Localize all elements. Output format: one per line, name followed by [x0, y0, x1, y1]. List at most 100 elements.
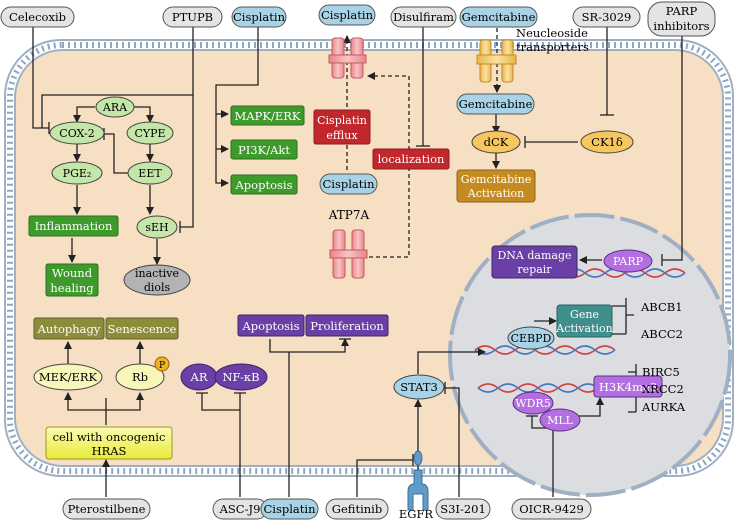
svg-text:Apoptosis: Apoptosis [242, 319, 300, 333]
drug-disulfiram: Disulfiram [390, 6, 457, 28]
node-stat3: STAT3 [393, 374, 445, 400]
drug-label: Celecoxib [9, 10, 66, 24]
svg-text:CK1δ: CK1δ [591, 135, 623, 149]
gemcitabine-inside: Gemcitabine [456, 93, 535, 115]
transporter-label-line2: transporters [516, 40, 589, 54]
svg-text:HRAS: HRAS [92, 444, 127, 458]
gene-abcc2: ABCC2 [640, 327, 683, 341]
gene-abcb1: ABCB1 [640, 300, 683, 314]
node-mek-erk: MEK/ERK [33, 363, 103, 391]
svg-text:ASC-J9: ASC-J9 [219, 502, 261, 516]
cisplatin-inside: Cisplatin [319, 173, 378, 195]
node-ck1d: CK1δ [580, 130, 634, 154]
svg-text:Inflammation: Inflammation [35, 219, 113, 233]
drug-cisplatin-top: Cisplatin [231, 6, 287, 28]
box-proliferation: Proliferation [305, 314, 389, 337]
svg-text:CYPE: CYPE [134, 127, 165, 140]
node-ar: AR [180, 363, 218, 391]
nucleus [448, 213, 732, 497]
svg-text:Activation: Activation [467, 187, 524, 200]
svg-text:Gefitinib: Gefitinib [332, 502, 382, 516]
drug-oicr-9429: OICR-9429 [511, 498, 592, 520]
node-pge2: PGE₂ [51, 161, 103, 185]
box-gemcitabine-activation: Gemcitabine Activation [456, 169, 536, 203]
svg-text:NF-κB: NF-κB [222, 370, 259, 384]
svg-text:Senescence: Senescence [108, 322, 177, 336]
drug-ptupb: PTUPB [162, 6, 223, 28]
drug-celecoxib: Celecoxib [0, 6, 75, 28]
gene-xrcc2: XRCC2 [642, 382, 684, 396]
svg-text:S3I-201: S3I-201 [440, 502, 486, 516]
box-wound-healing: Wound healing [45, 263, 99, 297]
box-dna-damage-repair: DNA damage repair [491, 245, 578, 279]
drug-gemcitabine-top: Gemcitabine [459, 6, 538, 28]
egfr-label: EGFR [399, 507, 434, 521]
svg-text:efflux: efflux [326, 129, 358, 142]
svg-text:PARP: PARP [613, 255, 644, 268]
molecule-label: Cisplatin [321, 8, 374, 22]
svg-text:PGE₂: PGE₂ [63, 167, 92, 180]
box-apoptosis-purple: Apoptosis [237, 314, 305, 337]
svg-text:AR: AR [190, 370, 208, 384]
svg-text:Rb: Rb [132, 370, 148, 384]
svg-text:Gene: Gene [570, 308, 599, 321]
nucleoside-transporter [476, 39, 517, 83]
svg-text:P: P [159, 361, 165, 371]
box-pi3k-akt: PI3K/Akt [230, 139, 298, 160]
svg-text:cell with oncogenic: cell with oncogenic [53, 430, 166, 444]
node-nfkb: NF-κB [214, 363, 268, 391]
atp7a-channel [329, 229, 368, 279]
svg-text:localization: localization [378, 152, 445, 166]
drug-label: PTUPB [172, 10, 213, 24]
svg-text:Pterostilbene: Pterostilbene [68, 502, 146, 516]
drug-sr3029: SR-3029 [572, 6, 641, 28]
box-localization: localization [372, 148, 450, 170]
svg-text:CEBPD: CEBPD [511, 332, 552, 345]
node-dck: dCK [471, 130, 521, 154]
drug-label: Disulfiram [393, 10, 454, 24]
svg-text:MLL: MLL [547, 414, 574, 427]
drug-label-line2: inhibitors [653, 19, 709, 33]
node-seh: sEH [136, 215, 178, 239]
drug-label-line1: PARP [666, 4, 698, 18]
svg-text:STAT3: STAT3 [400, 380, 438, 394]
svg-text:Wound: Wound [52, 266, 93, 280]
node-mll: MLL [539, 408, 581, 432]
node-cox2: COX-2 [49, 121, 105, 145]
svg-text:PI3K/Akt: PI3K/Akt [238, 143, 290, 157]
svg-text:dCK: dCK [484, 135, 509, 149]
phospho-badge: P [154, 356, 170, 372]
drug-label: Gemcitabine [462, 10, 536, 24]
svg-text:sEH: sEH [145, 221, 168, 234]
box-autophagy: Autophagy [33, 317, 105, 340]
drug-pterostilbene: Pterostilbene [62, 498, 151, 520]
svg-text:Gemcitabine: Gemcitabine [461, 173, 532, 186]
node-parp: PARP [603, 249, 653, 273]
drug-s3i-201: S3I-201 [435, 498, 491, 520]
box-senescence: Senescence [105, 317, 179, 340]
svg-text:Apoptosis: Apoptosis [235, 178, 293, 192]
svg-text:healing: healing [50, 281, 94, 295]
svg-text:MAPK/ERK: MAPK/ERK [235, 109, 301, 123]
box-apoptosis-green: Apoptosis [230, 174, 298, 195]
drug-asc-j9: ASC-J9 [212, 498, 268, 520]
box-hras-cell: cell with oncogenic HRAS [45, 426, 173, 460]
svg-text:Autophagy: Autophagy [37, 322, 101, 336]
svg-text:repair: repair [517, 263, 552, 276]
drug-cisplatin-bottom: Cisplatin [260, 498, 319, 520]
node-wdr5: WDR5 [512, 391, 554, 415]
node-rb: Rb [115, 363, 165, 391]
cisplatin-efflux-channel [328, 37, 367, 79]
box-h3k4me3: H3K4me3 [593, 375, 663, 398]
gene-aurka: AURKA [641, 400, 686, 414]
svg-text:DNA damage: DNA damage [497, 249, 571, 262]
drug-label: Cisplatin [233, 10, 286, 24]
node-eet: EET [127, 161, 173, 185]
node-cebpd: CEBPD [507, 326, 555, 350]
drug-label: SR-3029 [582, 10, 632, 24]
drug-gefitinib: Gefitinib [325, 498, 389, 520]
svg-text:WDR5: WDR5 [515, 397, 550, 410]
cisplatin-outside: Cisplatin [318, 4, 376, 26]
svg-text:Cisplatin: Cisplatin [323, 177, 376, 191]
